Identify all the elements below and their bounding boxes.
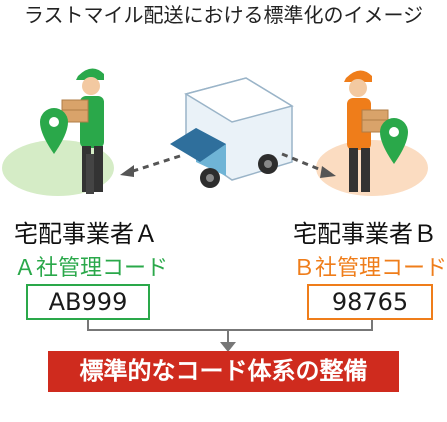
map-pin-icon-b [380,118,408,164]
merge-connector [87,320,373,352]
diagram-title: ラストマイル配送における標準化のイメージ [23,3,424,27]
courier-a-icon [61,68,104,194]
company-b-name: 宅配事業者Ｂ [293,220,437,248]
arrow-truck-to-b [281,152,327,174]
delivery-illustration [2,68,428,196]
company-b-code-box: 98765 [307,284,433,320]
standard-code-banner: 標準的なコード体系の整備 [48,351,399,392]
company-a-code-box: AB999 [26,284,150,320]
arrow-head-b [320,166,336,178]
delivery-truck-icon [170,77,294,188]
arrow-head-a [120,165,134,177]
company-a-name: 宅配事業者Ａ [14,220,158,248]
map-pin-icon-a [40,108,68,154]
arrow-truck-to-a [129,154,181,174]
company-a-code-label: Ａ社管理コード [14,256,169,281]
down-arrow-icon [220,342,236,352]
company-b-code-label: Ｂ社管理コード [293,256,447,281]
